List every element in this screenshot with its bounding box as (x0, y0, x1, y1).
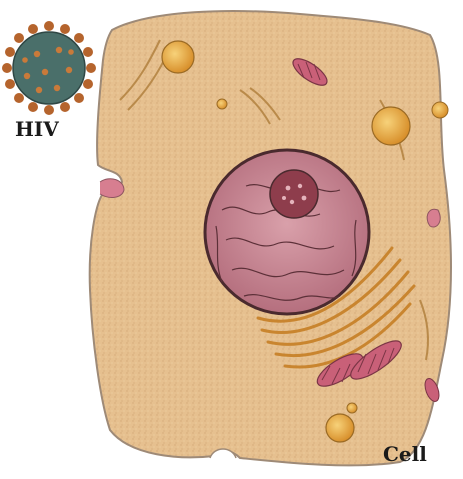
vesicle (217, 99, 227, 109)
endocytic-pit (100, 179, 124, 198)
cell-label: Cell (383, 444, 427, 464)
vesicle (372, 107, 410, 145)
hiv-label: HIV (15, 119, 59, 139)
endocytic-pit (427, 209, 440, 227)
hiv-virus-icon (2, 21, 96, 115)
vesicle (162, 41, 194, 73)
vesicle (432, 102, 448, 118)
vesicle (326, 414, 354, 442)
nucleolus (270, 170, 318, 218)
vesicle (347, 403, 357, 413)
